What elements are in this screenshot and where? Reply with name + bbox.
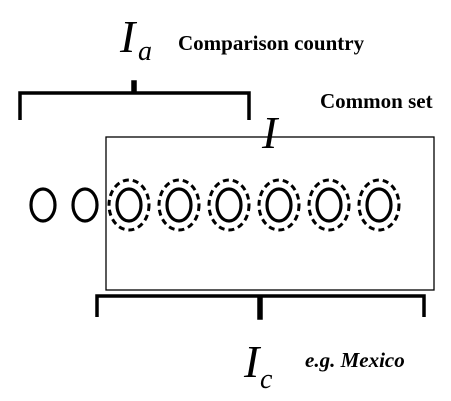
common-set-box (105, 136, 435, 291)
common-item-dashed-ring (307, 178, 351, 232)
common-item-circle (265, 187, 293, 223)
outside-item-circle (71, 187, 99, 223)
set-i-symbol: I (261, 107, 280, 158)
common-item-circle (115, 187, 143, 223)
circle-items (29, 178, 401, 232)
common-item-circle (365, 187, 393, 223)
common-item-circle (165, 187, 193, 223)
common-item-circle (315, 187, 343, 223)
example-brace (95, 294, 426, 320)
comparison-country-label: Comparison country (178, 31, 365, 55)
outside-item-circle (29, 187, 57, 223)
common-item-dashed-ring (207, 178, 251, 232)
set-ic-symbol: I (243, 336, 262, 387)
common-item-circle (215, 187, 243, 223)
common-item-dashed-ring (257, 178, 301, 232)
example-label: e.g. Mexico (305, 348, 405, 372)
common-item-dashed-ring (357, 178, 401, 232)
set-ic-subscript: c (260, 364, 273, 395)
comparison-brace (18, 80, 251, 120)
set-ia-symbol: I (119, 11, 138, 62)
common-item-dashed-ring (157, 178, 201, 232)
set-ia-subscript: a (138, 36, 152, 67)
common-item-dashed-ring (107, 178, 151, 232)
common-set-label: Common set (320, 89, 433, 113)
